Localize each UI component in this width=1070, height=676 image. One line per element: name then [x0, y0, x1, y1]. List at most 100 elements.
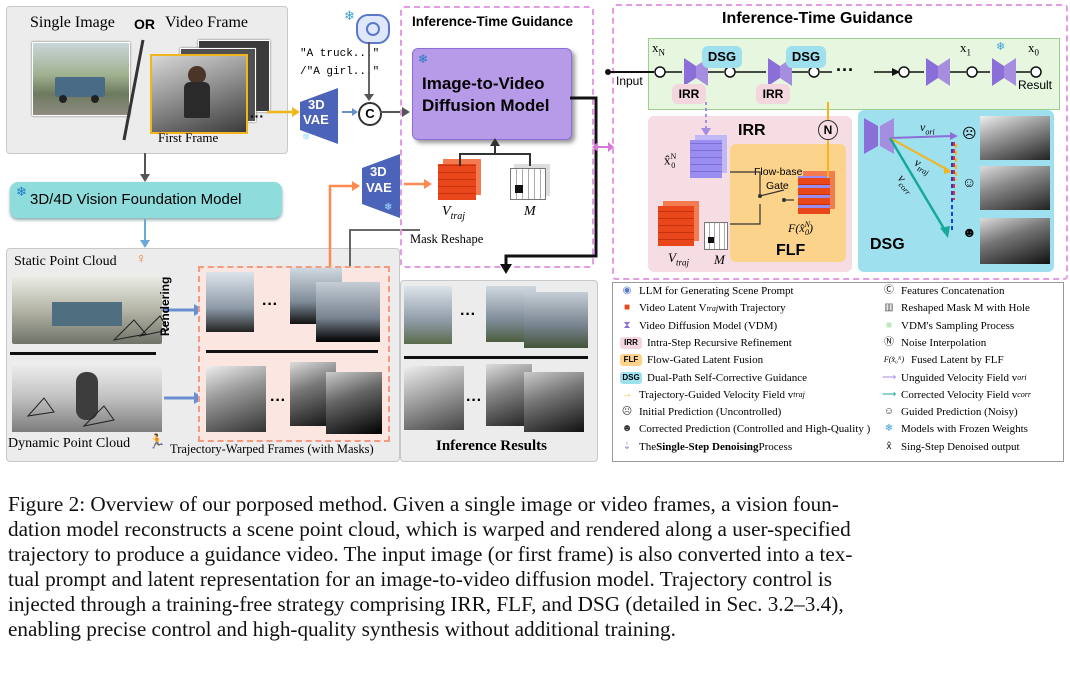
snowflake-icon: ❄ [16, 184, 27, 199]
or-slash [122, 39, 145, 141]
legend-text: Corrected Prediction (Controlled and Hig… [639, 423, 871, 436]
result-frame-1 [404, 286, 452, 344]
legend-text: LLM for Generating Scene Prompt [639, 285, 794, 297]
result-frame-3 [524, 292, 588, 348]
irr-chip-1[interactable]: IRR [672, 84, 706, 104]
x0-label: x0 [1028, 40, 1039, 58]
rendering-label: Rendering [158, 276, 172, 336]
legend-text: The [639, 440, 657, 453]
v-ori-label: vori [920, 120, 935, 137]
legend-text-suffix: Process [758, 440, 793, 453]
i2v-model-label-1: Image-to-Video [422, 74, 545, 93]
ellipsis: ··· [466, 392, 482, 409]
irr-badge-icon: IRR [620, 336, 642, 349]
irr-mask-block [704, 222, 728, 250]
ellipsis: ··· [460, 306, 476, 323]
model-to-results-arrow [500, 96, 598, 274]
static-point-cloud-label: Static Point Cloud [14, 254, 117, 269]
dsg-badge-icon: DSG [620, 371, 642, 384]
legend-item: F(x̂₀ᴺ)Fused Latent by FLF [882, 354, 1004, 366]
legend-text: Sing-Step Denoised output [901, 440, 1020, 453]
warped-frame-4 [206, 366, 266, 432]
vae-to-latent-arrow [404, 179, 432, 189]
dsg-thumb-1 [980, 116, 1050, 160]
dsg-panel-title: DSG [870, 236, 905, 253]
vtraj-label: Vtraj [442, 204, 466, 222]
prompt-truck: "A truck..." [300, 48, 380, 60]
legend-left-column: ◉LLM for Generating Scene Prompt■Video L… [620, 284, 870, 458]
snowflake-icon: ❄ [302, 132, 311, 143]
snowflake-icon: ❄ [884, 423, 894, 435]
vae-bottom-label-1: 3D [370, 164, 387, 179]
static-cloud-image [12, 274, 162, 344]
vae-top-label-1: 3D [308, 97, 325, 112]
legend-subscript: traj [793, 390, 805, 400]
i2v-model-box[interactable] [412, 48, 572, 140]
guided-face-icon: ☺ [883, 406, 895, 418]
chain-ellipsis: ··· [836, 60, 854, 80]
figure-caption: Figure 2: Overview of our porposed metho… [8, 492, 1064, 642]
legend-item: ■VDM's Sampling Process [882, 320, 1014, 332]
mask-m-label: M [524, 204, 536, 219]
legend-text: Fused Latent by FLF [911, 354, 1004, 367]
single-image-thumbnail [32, 42, 130, 116]
video-latent-cube [438, 164, 476, 200]
denoised-icon: x̂ [886, 440, 892, 452]
legend-text: Models with Frozen Weights [901, 423, 1028, 436]
results-divider [404, 356, 588, 359]
dsg-chip-1[interactable]: DSG [702, 46, 742, 68]
camera-frustums-dynamic [26, 397, 115, 427]
legend-subscript: traj [706, 303, 719, 313]
input-single-label: Single Image [30, 14, 115, 31]
warped-frame-3 [316, 282, 380, 342]
fused-latent-cube [798, 176, 830, 214]
legend-box [612, 282, 1064, 462]
frame-stack-dots: ··· [250, 108, 264, 124]
divider-line [10, 352, 156, 355]
first-frame-label: First Frame [158, 130, 219, 145]
denoised-cube [690, 140, 722, 178]
legend-text: Video Latent V [639, 302, 707, 315]
result-frame-6 [524, 372, 584, 432]
legend-text: Trajectory-Guided Velocity Field v [639, 388, 794, 401]
flf-badge-icon: FLF [620, 354, 642, 367]
middle-title: Inference-Time Guidance [412, 14, 574, 29]
first-frame-image [150, 54, 248, 134]
dashed-arrow-icon: ⇣ [622, 440, 632, 452]
legend-item: ❄ Models with Frozen Weights [882, 423, 1028, 435]
input-video-label: Video Frame [165, 14, 249, 31]
caption-line: Figure 2: Overview of our porposed metho… [8, 492, 839, 516]
right-title: Inference-Time Guidance [722, 10, 913, 27]
vae-top-label-2: VAE [303, 112, 329, 127]
gate-label-2: Gate [766, 180, 789, 192]
result-label: Result [1018, 78, 1053, 92]
legend-text: Unguided Velocity Field v [901, 371, 1018, 384]
dynamic-point-cloud-label: Dynamic Point Cloud [8, 436, 131, 451]
mask-reshape-label: Mask Reshape [410, 232, 484, 246]
legend-item: x̂ Sing-Step Denoised output [882, 441, 1020, 453]
noise-interp-icon: N [818, 120, 838, 140]
warped-frames-label: Trajectory-Warped Frames (with Masks) [170, 442, 374, 456]
legend-text: Corrected Velocity Field v [901, 388, 1018, 401]
person-icon: ♀ [136, 252, 147, 267]
warped-frame-1 [206, 272, 254, 332]
yellow-arrow-icon: → [622, 388, 632, 400]
initial-face-icon: ☹ [962, 127, 977, 142]
legend-subscript: corr [1017, 390, 1031, 400]
warped-divider [206, 350, 378, 353]
vae-bottom-label-2: VAE [366, 180, 392, 195]
caption-line: injected through a training-free strateg… [8, 592, 844, 616]
sampling-icon: ■ [885, 319, 893, 331]
dsg-chip-2[interactable]: DSG [786, 46, 826, 68]
irr-mask-label: M [714, 252, 725, 267]
foundation-model-box [10, 182, 282, 218]
xN-label: xN [652, 40, 665, 58]
irr-vtraj-label: Vtraj [668, 250, 689, 268]
legend-text: Features Concatenation [901, 285, 1005, 297]
legend-item: ▥Reshaped Mask M with Hole [882, 302, 1030, 314]
irr-chip-2[interactable]: IRR [756, 84, 790, 104]
flf-to-chain [827, 102, 829, 178]
